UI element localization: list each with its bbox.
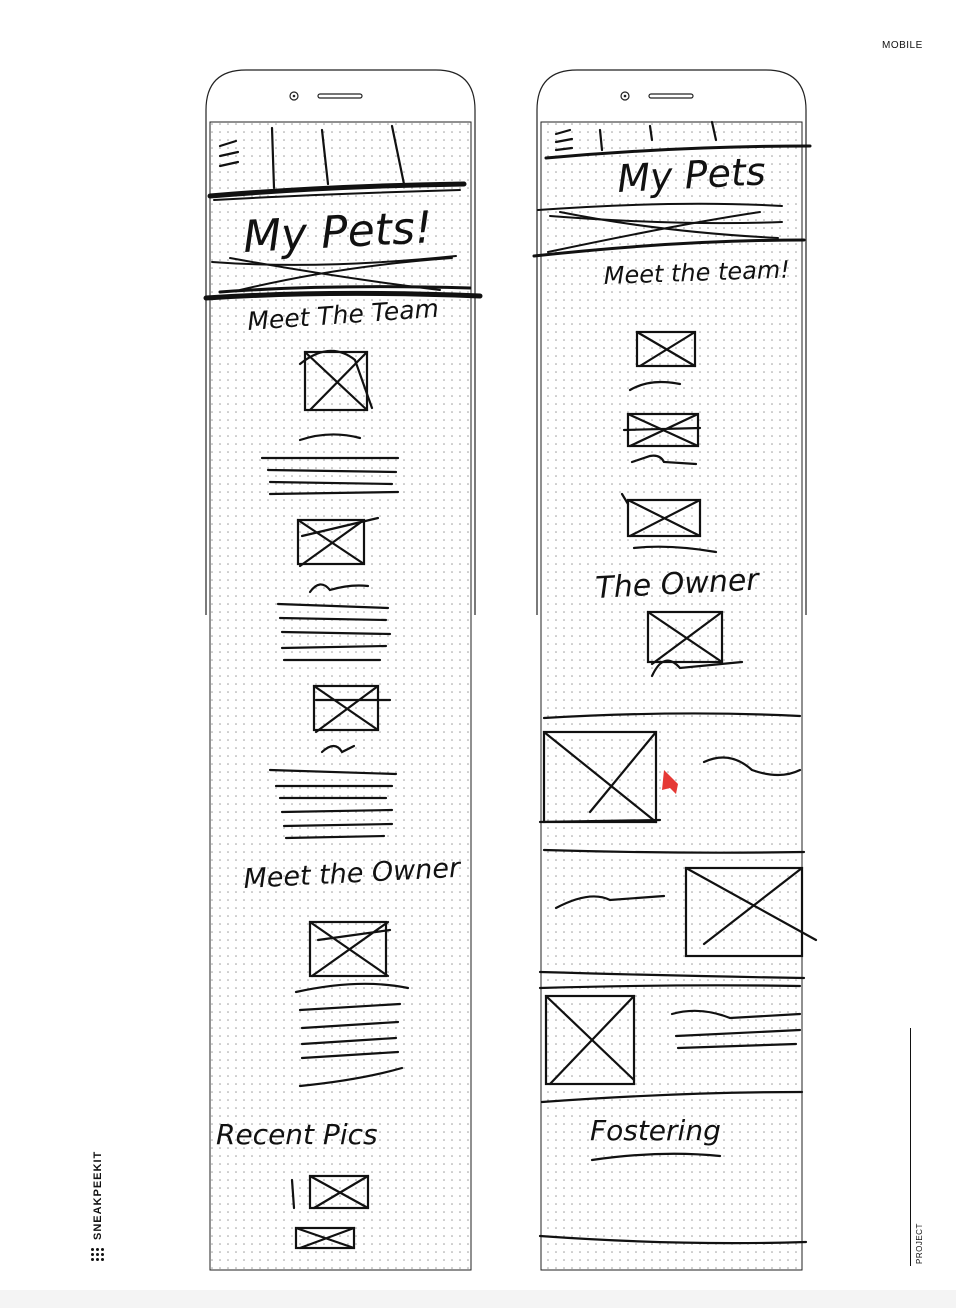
card-image-2 (684, 866, 804, 958)
phone-left: My Pets! Meet The Team (203, 69, 483, 1271)
phone-right-frame (536, 69, 807, 615)
phone-left-speaker (317, 93, 363, 99)
right-section-fostering: Fostering (590, 1114, 721, 1147)
phone-right-screen (540, 121, 803, 1271)
page-bottom-strip (0, 1290, 956, 1308)
right-section-team: Meet the team! (603, 256, 790, 290)
phone-right: My Pets Meet the team! The Owner (532, 69, 818, 1271)
right-section-owner: The Owner (595, 562, 762, 606)
phone-left-screen (209, 121, 472, 1271)
team-image-right-1 (635, 330, 697, 368)
owner-image-right (646, 610, 724, 664)
left-title: My Pets! (242, 202, 434, 263)
pic-placeholder-2 (294, 1226, 356, 1250)
project-rule (910, 1028, 911, 1266)
phone-left-camera-icon (289, 91, 299, 101)
mobile-label: MOBILE (882, 40, 923, 51)
phone-right-camera-icon (620, 91, 630, 101)
card-image-3 (544, 994, 636, 1086)
owner-image-placeholder (308, 920, 388, 978)
brand-logo-icon (91, 1248, 104, 1261)
team-image-right-3 (626, 498, 702, 538)
team-image-placeholder-3 (312, 684, 380, 732)
phone-left-frame (205, 69, 476, 615)
hamburger-icon-right (554, 128, 574, 152)
right-title: My Pets (616, 149, 766, 201)
pic-placeholder-1 (308, 1174, 370, 1210)
left-section-pics: Recent Pics (216, 1118, 378, 1151)
phone-right-speaker (648, 93, 694, 99)
cursor-icon (662, 770, 678, 794)
team-image-placeholder-2 (296, 518, 366, 566)
hamburger-icon (218, 139, 240, 168)
